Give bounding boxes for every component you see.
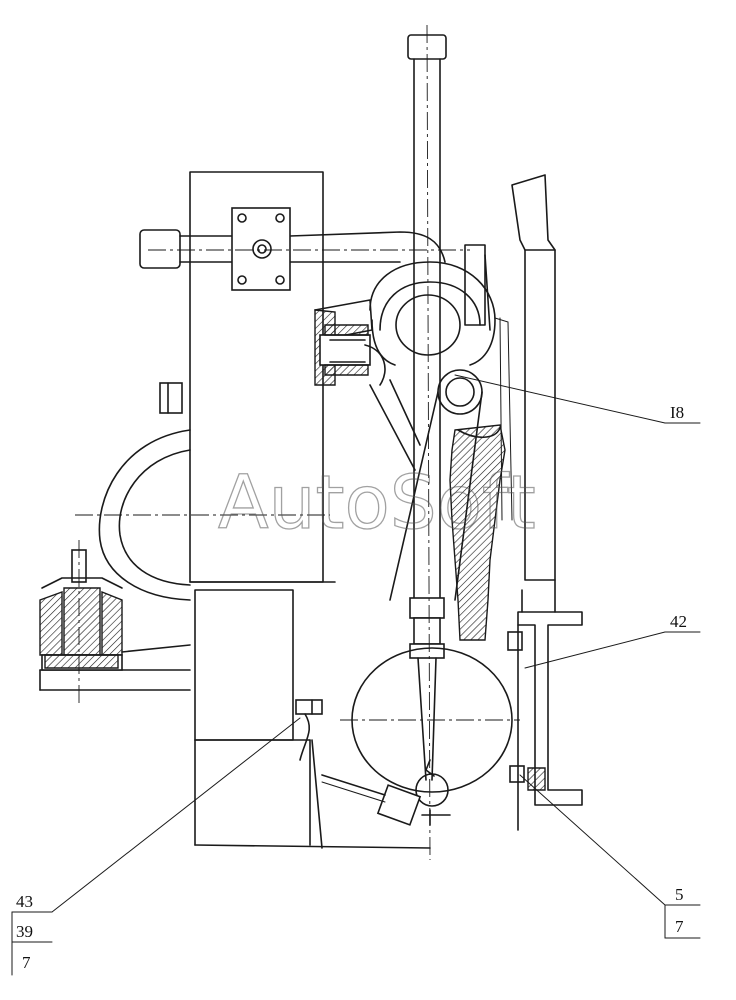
half-ring-clamp [98, 382, 191, 601]
callout-18: I8 [670, 403, 684, 422]
rubber-mount [39, 540, 191, 705]
slanted-link [389, 369, 483, 601]
callout-7-left: 7 [22, 953, 31, 972]
lower-cylinder [321, 647, 520, 826]
center-lines [75, 249, 470, 516]
callout-39: 39 [16, 922, 33, 941]
vertical-pipe [407, 24, 447, 861]
upper-chamber [369, 244, 513, 521]
watermark: AutoSoft [218, 460, 536, 546]
callout-42: 42 [670, 612, 687, 631]
leader-lines [11, 374, 701, 976]
right-support [507, 611, 583, 831]
callout-5: 5 [675, 885, 684, 904]
horizontal-pipe [139, 207, 446, 291]
corrugated-hose [449, 424, 506, 641]
side-bracket [314, 299, 421, 471]
right-duct [511, 174, 556, 613]
callout-7-right: 7 [675, 917, 684, 936]
callout-43: 43 [16, 892, 33, 911]
small-bolt [295, 699, 323, 761]
